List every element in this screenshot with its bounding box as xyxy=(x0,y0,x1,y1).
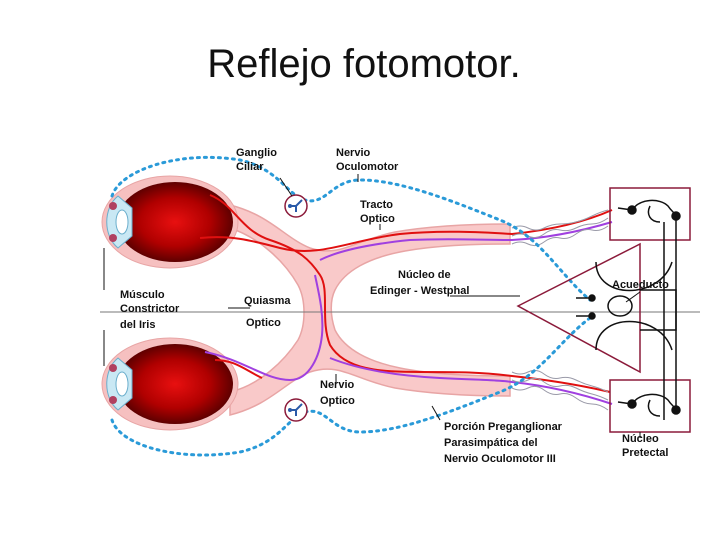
lower-eye xyxy=(101,337,239,431)
label-musculo-2: Constrictor xyxy=(120,303,180,315)
leader-lines xyxy=(103,174,641,438)
label-edinger-2: Edinger - Westphal xyxy=(370,285,469,297)
label-quiasma-1: Quiasma xyxy=(244,295,291,307)
ciliary-ganglion-upper xyxy=(284,194,308,218)
red-fiber-upper xyxy=(209,194,611,393)
label-nervio-oculomotor-2: Oculomotor xyxy=(336,161,399,173)
label-pretectal-1: Núcleo xyxy=(622,433,659,445)
label-porcion-2: Parasimpática del xyxy=(444,437,538,449)
purple-fiber-lower xyxy=(204,274,613,405)
pretectal-nucleus-upper xyxy=(609,187,691,241)
red-fiber-upper-2 xyxy=(199,209,613,252)
upper-eye xyxy=(101,175,239,269)
pretectal-circuit-upper xyxy=(617,199,681,420)
oculomotor-dotted-upper xyxy=(110,155,592,302)
label-nervio-oculomotor-1: Nervio xyxy=(336,147,371,159)
optic-pathway xyxy=(229,204,511,416)
label-acueducto: Acueducto xyxy=(612,279,669,291)
label-musculo-1: Músculo xyxy=(120,289,165,301)
label-nervio-optico-1: Nervio xyxy=(320,379,355,391)
label-pretectal-2: Pretectal xyxy=(622,447,668,459)
aqueduct xyxy=(576,261,673,351)
label-ciliar: Ciliar xyxy=(236,161,264,173)
label-porcion-1: Porción Preganglionar xyxy=(444,421,563,433)
label-edinger-1: Núcleo de xyxy=(398,269,451,281)
red-fiber-lower xyxy=(214,359,263,379)
label-porcion-3: Nervio Oculomotor III xyxy=(444,453,556,465)
label-tracto-2: Optico xyxy=(360,213,395,225)
label-tracto-1: Tracto xyxy=(360,199,393,211)
label-ganglio: Ganglio xyxy=(236,147,277,159)
label-quiasma-2: Optico xyxy=(246,317,281,329)
pretectal-nucleus-lower xyxy=(609,379,691,433)
pretectal-circuit-lower xyxy=(617,289,681,417)
fiber-wave-lower xyxy=(511,369,609,411)
label-musculo-3: del Iris xyxy=(120,319,155,331)
purple-fiber-upper xyxy=(319,221,613,261)
label-nervio-optico-2: Optico xyxy=(320,395,355,407)
ciliary-ganglion-lower xyxy=(284,398,308,422)
oculomotor-dotted-lower xyxy=(110,316,592,457)
edinger-westphal-triangle xyxy=(516,242,641,374)
page-title: Reflejo fotomotor. xyxy=(207,42,521,86)
